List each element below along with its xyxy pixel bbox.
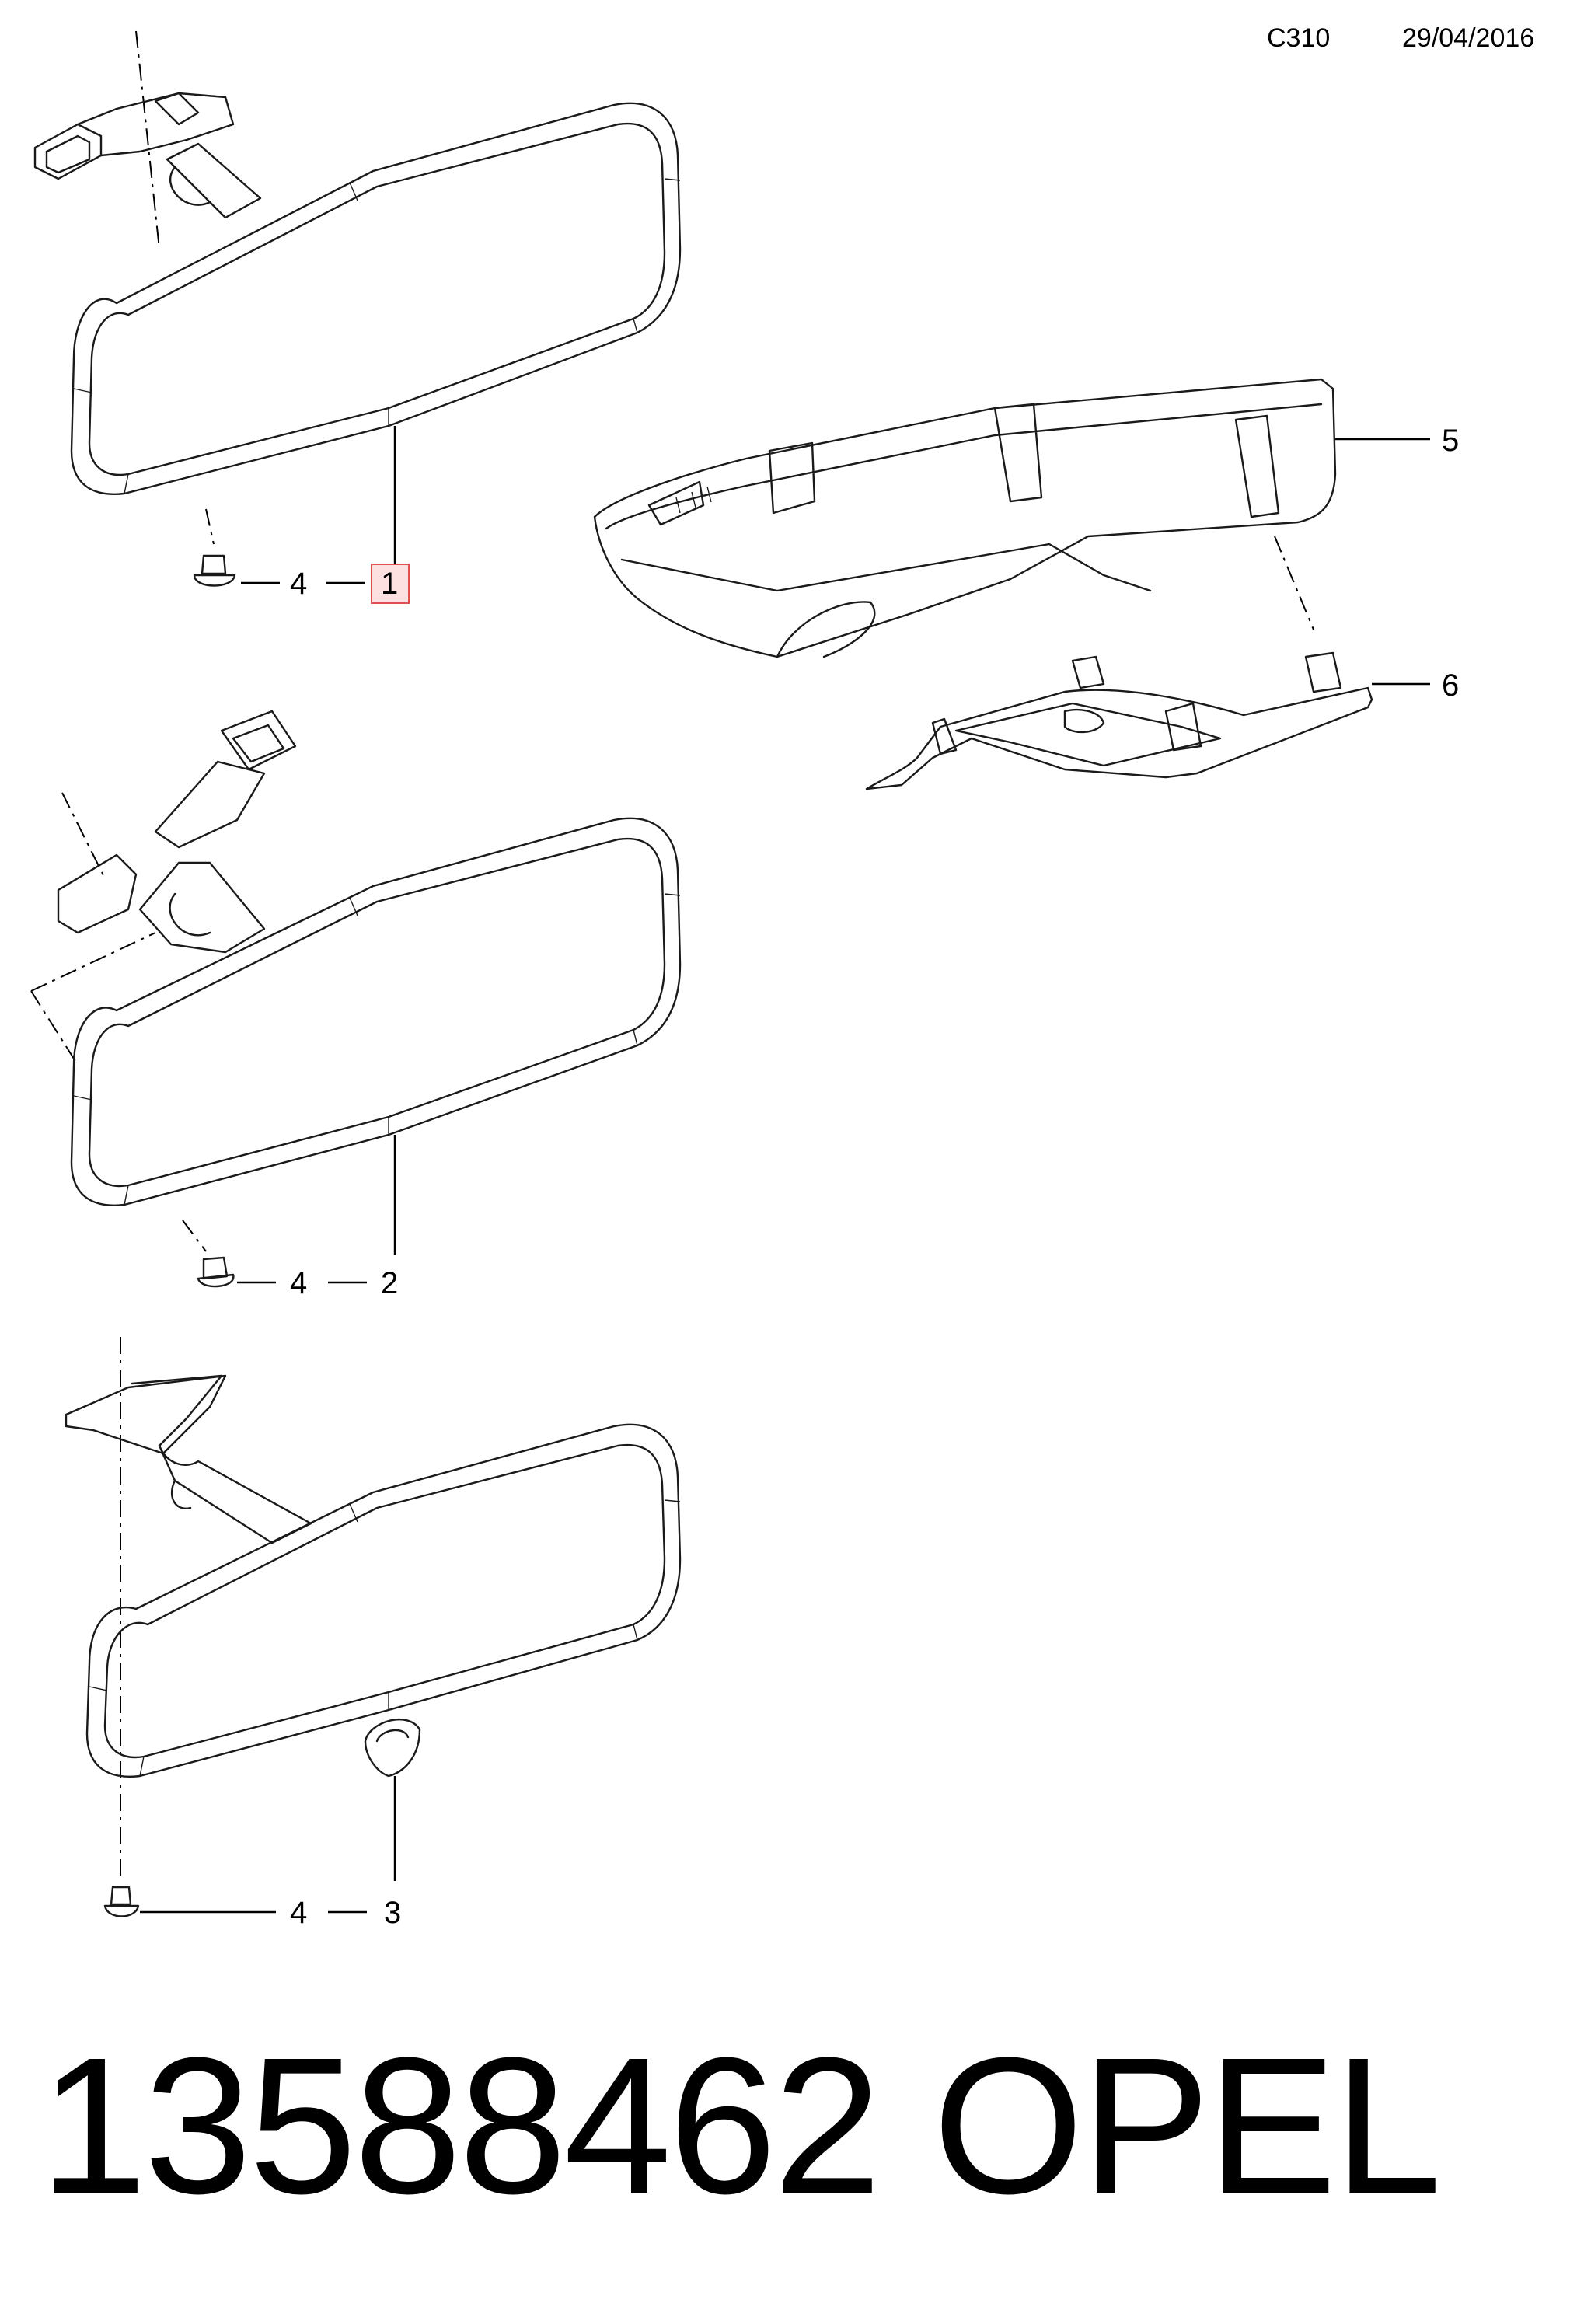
callout-2[interactable]: 2	[381, 1266, 398, 1300]
mirror-3[interactable]	[65, 1337, 682, 1881]
screw-4b	[182, 1220, 276, 1288]
screw-4a	[193, 508, 280, 587]
mirror-2[interactable]	[30, 710, 682, 1255]
diagram-date: 29/04/2016	[1402, 23, 1535, 53]
bracket-6[interactable]	[865, 651, 1430, 790]
cover-5[interactable]	[593, 378, 1430, 658]
callout-6[interactable]: 6	[1442, 668, 1459, 703]
screw-4c	[103, 1886, 276, 1917]
callout-1-highlight	[371, 564, 410, 604]
callout-4b[interactable]: 4	[290, 1266, 307, 1300]
footer-part-number: 13588462	[39, 2017, 881, 2234]
callout-4a[interactable]: 4	[290, 567, 307, 601]
callout-3[interactable]: 3	[384, 1896, 401, 1930]
footer-brand: OPEL	[933, 2017, 1442, 2234]
mirror-1[interactable]	[33, 30, 682, 571]
callout-1[interactable]: 1	[381, 567, 398, 601]
callout-5[interactable]: 5	[1442, 424, 1459, 458]
diagram-code: C310	[1267, 23, 1331, 53]
callout-4c[interactable]: 4	[290, 1896, 307, 1930]
